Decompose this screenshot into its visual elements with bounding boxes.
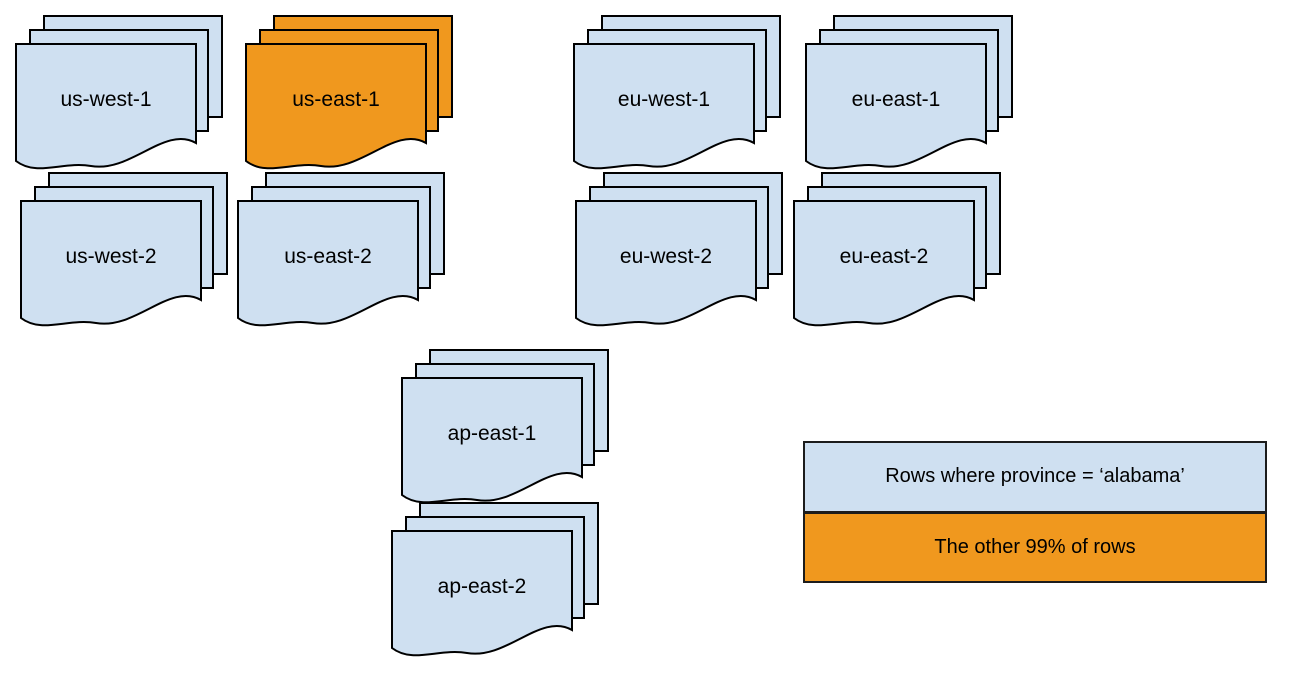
legend-label: Rows where province = ‘alabama’ — [885, 465, 1185, 488]
document-page-front-icon — [805, 43, 987, 170]
region-stack-us-east-1: us-east-1 — [245, 15, 457, 175]
legend: Rows where province = ‘alabama’ The othe… — [803, 441, 1267, 583]
region-label: ap-east-1 — [447, 422, 537, 445]
region-label: eu-east-1 — [851, 88, 941, 111]
document-page-front-icon — [573, 43, 755, 170]
region-label: us-west-2 — [65, 245, 157, 268]
document-page-front-icon — [391, 530, 573, 657]
region-stack-us-west-1: us-west-1 — [15, 15, 227, 175]
region-label: us-east-2 — [284, 245, 372, 268]
legend-item-alabama-rows: Rows where province = ‘alabama’ — [805, 443, 1265, 511]
document-page-front-icon — [575, 200, 757, 327]
region-label: eu-west-2 — [619, 245, 713, 268]
document-page-front-icon — [245, 43, 427, 170]
region-stack-ap-east-1: ap-east-1 — [401, 349, 613, 509]
legend-label: The other 99% of rows — [934, 535, 1136, 558]
legend-item-other-rows: The other 99% of rows — [805, 510, 1265, 581]
region-stack-eu-west-1: eu-west-1 — [573, 15, 785, 175]
document-page-front-icon — [15, 43, 197, 170]
region-stack-ap-east-2: ap-east-2 — [391, 502, 603, 662]
region-label: eu-west-1 — [617, 88, 711, 111]
region-label: us-east-1 — [292, 88, 380, 111]
region-stack-eu-east-1: eu-east-1 — [805, 15, 1017, 175]
region-stack-eu-west-2: eu-west-2 — [575, 172, 787, 332]
document-page-front-icon — [793, 200, 975, 327]
document-page-front-icon — [237, 200, 419, 327]
region-stack-us-west-2: us-west-2 — [20, 172, 232, 332]
region-label: us-west-1 — [60, 88, 152, 111]
region-stack-eu-east-2: eu-east-2 — [793, 172, 1005, 332]
region-stack-us-east-2: us-east-2 — [237, 172, 449, 332]
region-label: eu-east-2 — [839, 245, 929, 268]
region-label: ap-east-2 — [437, 575, 527, 598]
document-page-front-icon — [20, 200, 202, 327]
